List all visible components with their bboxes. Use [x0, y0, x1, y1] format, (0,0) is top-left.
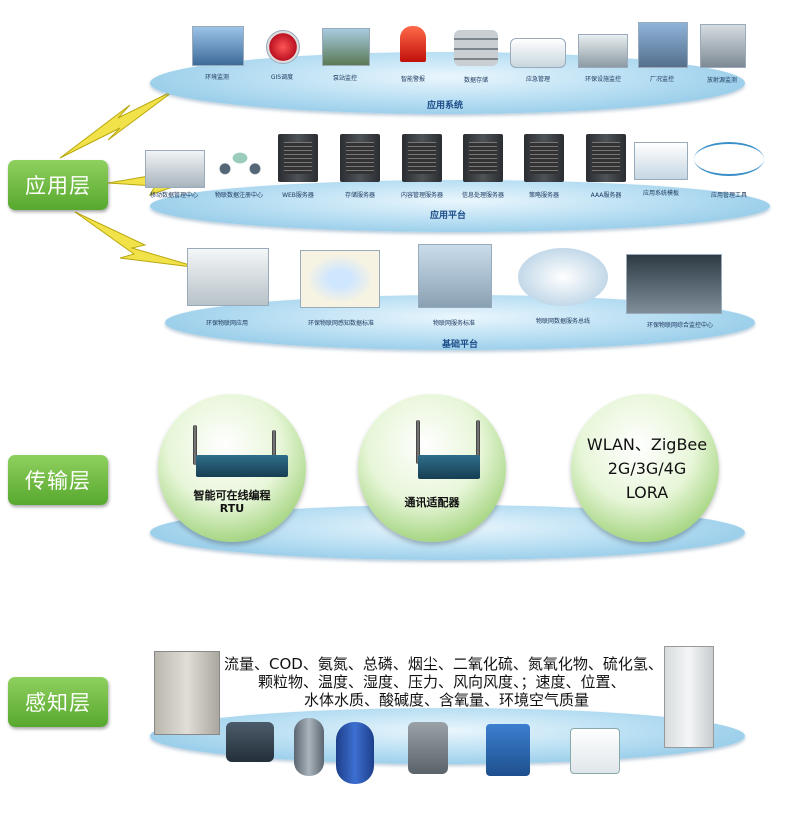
ambulance-image [510, 38, 566, 68]
app-platform-disc [150, 180, 770, 232]
policy-server-icon [524, 134, 564, 182]
base-platform-title: 基础平台 [441, 340, 478, 350]
app-platform-item: 信息处理服务器 [461, 192, 504, 199]
app-platform-item: 移动数据管理中心 [149, 192, 198, 199]
analyzer-image [664, 646, 714, 748]
app-system-item: 泵站监控 [332, 75, 357, 82]
base-platform-item: 物联网数据服务总线 [535, 318, 590, 325]
web-server-icon [278, 134, 318, 182]
app-platform-item: 存储服务器 [344, 192, 375, 199]
layer-label-application: 应用层 [8, 160, 108, 210]
app-system-item: 环保设施监控 [584, 76, 621, 83]
base-platform-item: 环保物联网感知数据标准 [307, 320, 374, 327]
rtu-label-line1: 智能可在线编程 [193, 489, 271, 502]
base-platform-item: 环保物联网应用 [205, 320, 248, 327]
app-system-title: 应用系统 [426, 101, 463, 111]
service-standard-image [418, 244, 492, 308]
app-system-item: GIS调度 [270, 74, 294, 81]
content-server-icon [402, 134, 442, 182]
param-line: 颗粒物、温度、湿度、压力、风向风度、；速度、位置、 [258, 673, 626, 691]
network-text: WLAN、ZigBee 2G/3G/4G LORA [566, 433, 728, 505]
rtu-label-line2: RTU [219, 502, 245, 515]
adapter-label: 通讯适配器 [404, 496, 460, 509]
ultrasonic-meter-image [486, 724, 530, 776]
data-bus-image [518, 248, 608, 306]
app-system-item: 厂况监控 [649, 76, 674, 83]
network-line: LORA [625, 483, 669, 502]
app-platform-item: 应用管理工具 [710, 192, 747, 199]
database-icon [454, 30, 498, 66]
env-facility-image [578, 34, 628, 68]
param-line: 流量、COD、氨氮、总磷、烟尘、二氧化硫、氮氧化物、硫化氢、 [224, 655, 663, 673]
valve-image [294, 718, 324, 776]
app-system-item: 环境监测 [204, 74, 229, 81]
sensing-standard-image [300, 250, 380, 308]
app-platform-item: 应用系统模板 [642, 190, 679, 197]
controller-image [226, 722, 274, 762]
base-platform-item: 物联网服务标准 [432, 320, 475, 327]
iot-application-image [187, 248, 269, 306]
pump-station-image [322, 28, 370, 66]
cabinet-image [154, 651, 220, 735]
adapter-antenna-right [476, 420, 480, 464]
environment-monitor-image [192, 26, 244, 66]
adapter-antenna-left [416, 420, 420, 464]
app-platform-item: 物联数据注册中心 [214, 192, 263, 199]
management-tool-icon [694, 142, 764, 176]
layer-label-perception: 感知层 [8, 677, 108, 727]
alarm-icon [400, 26, 426, 62]
app-system-item: 数据存储 [463, 77, 488, 84]
radiation-plant-image [700, 24, 746, 68]
network-line: WLAN、ZigBee [586, 435, 708, 454]
aaa-server-icon [586, 134, 626, 182]
app-system-item: 放射源监测 [706, 77, 737, 84]
storage-server-icon [340, 134, 380, 182]
rtu-antenna-right [272, 430, 276, 466]
gis-icon [266, 30, 300, 64]
app-platform-item: 内容管理服务器 [400, 192, 443, 199]
app-platform-title: 应用平台 [429, 211, 466, 221]
rtu-device [196, 455, 288, 477]
info-server-icon [463, 134, 503, 182]
app-platform-item: 策略服务器 [528, 192, 559, 199]
factory-image [638, 22, 688, 68]
app-template-image [634, 142, 688, 180]
layer-label-transport: 传输层 [8, 455, 108, 505]
base-platform-item: 环保物联网综合监控中心 [646, 322, 713, 329]
app-platform-item: AAA服务器 [590, 192, 622, 199]
network-registry-icon [215, 140, 265, 176]
flowmeter-image [336, 722, 374, 784]
network-bubble [571, 394, 719, 542]
param-line: 水体水质、酸碱度、含氧量、环境空气质量 [304, 691, 590, 709]
air-monitor-image [570, 728, 620, 774]
app-system-item: 应急管理 [525, 76, 550, 83]
app-system-item: 智能警报 [400, 76, 425, 83]
rtu-antenna-left [193, 425, 197, 465]
network-line: 2G/3G/4G [607, 459, 687, 478]
app-platform-item: WEB服务器 [282, 192, 314, 199]
gas-detector-image [408, 722, 448, 774]
perception-params: 流量、COD、氨氮、总磷、烟尘、二氧化硫、氮氧化物、硫化氢、 颗粒物、温度、湿度… [224, 655, 664, 709]
adapter-device [418, 455, 480, 479]
monitoring-center-image [626, 254, 722, 314]
data-center-image [145, 150, 205, 188]
